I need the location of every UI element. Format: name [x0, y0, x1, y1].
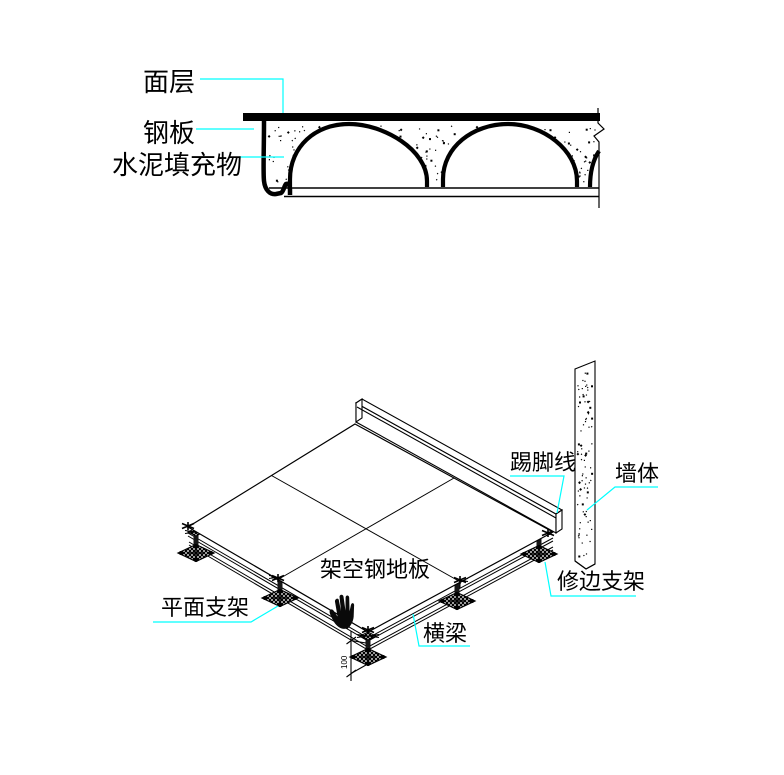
label-flat-pedestal: 平面支架	[161, 595, 249, 620]
surface-layer-bar	[243, 113, 600, 121]
panel-arches	[287, 121, 601, 188]
steel-plate-bottom	[269, 187, 599, 198]
label-beam: 横梁	[423, 621, 467, 646]
label-edge-trim-pedestal: 修边支架	[557, 569, 645, 594]
break-line	[593, 108, 605, 208]
cross-section-leaders	[196, 78, 284, 158]
panel-cross-section: 面层 钢板 水泥填充物	[112, 67, 605, 208]
dimension-value: 100	[340, 655, 349, 669]
isometric-leaders	[153, 475, 658, 647]
wall	[574, 360, 596, 570]
label-wall: 墙体	[615, 461, 659, 486]
wall-stipple	[576, 372, 594, 558]
raised-floor-isometric: 100 踢脚线 墙体 架空钢地板 平面支架 横梁 修边支架	[153, 360, 659, 681]
label-steel-plate: 钢板	[143, 118, 195, 148]
label-raised-steel-floor: 架空钢地板	[320, 557, 430, 582]
label-skirting-line: 踢脚线	[510, 450, 576, 475]
height-dimension: 100	[340, 631, 367, 681]
label-surface-layer: 面层	[143, 67, 195, 97]
label-cement-filler: 水泥填充物	[112, 150, 242, 180]
skirting-board	[354, 397, 564, 535]
hand-cursor-icon	[329, 594, 355, 629]
steel-pan-left-wall	[261, 120, 293, 197]
panel-arch-voids	[290, 124, 599, 187]
